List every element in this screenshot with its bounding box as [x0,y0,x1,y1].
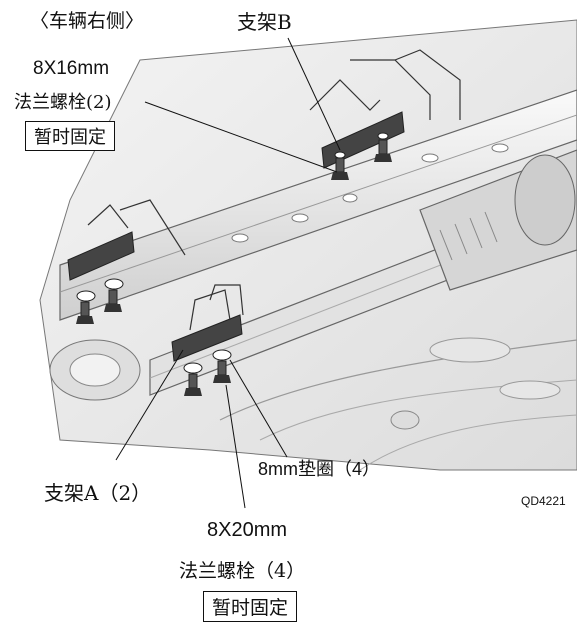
bolt-top-desc-label: 法兰螺栓(2) [14,92,112,113]
figure-code-label: QD4221 [521,494,566,508]
bolt-bottom-size-label: 8X20mm [207,519,288,541]
washer-label: 8mm垫圈（4） [258,459,381,479]
bolt-b-left [331,157,349,180]
bolt-top-size-label: 8X16mm [33,58,110,79]
bolt-bottom-desc-label: 法兰螺栓（4） [179,560,306,582]
leader-washer [229,359,288,458]
vehicle-side-label: 〈车辆右侧〉 [30,10,145,32]
temp-fix-top-label: 暂时固定 [25,121,115,151]
leader-bolt-bottom [225,384,246,509]
bracket-b-label: 支架B [237,10,292,34]
bracket-a-label: 支架A（2） [44,481,152,505]
bolt-b-right [374,139,392,162]
temp-fix-bottom-label: 暂时固定 [203,591,298,622]
leader-bracket-b [287,37,341,151]
leader-bracket-a [115,349,184,461]
leader-bolt-top [144,101,338,173]
